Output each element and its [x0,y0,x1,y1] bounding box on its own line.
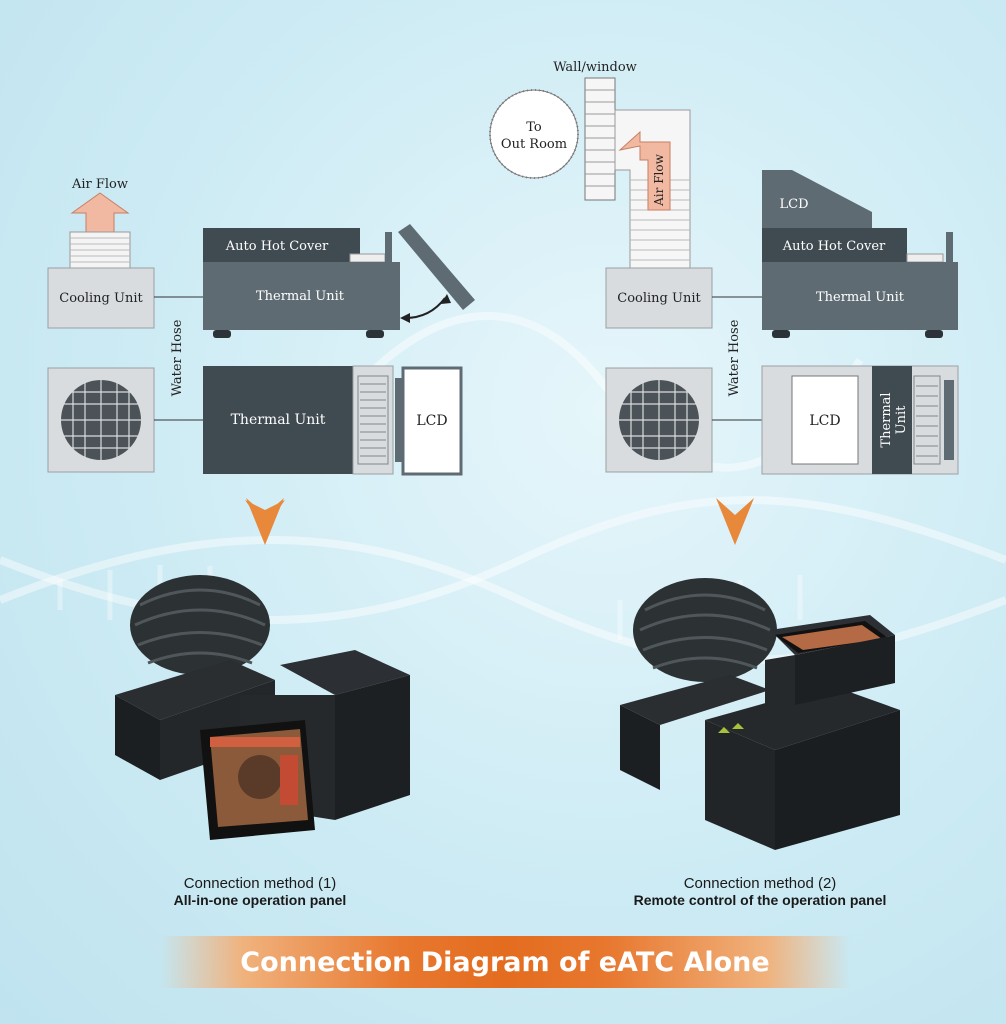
lcd-side-box [762,170,872,228]
thermal-unit-top-box [203,366,353,474]
down-chevron-icon [716,498,754,545]
caption-right-line1: Connection method (2) [683,875,837,892]
thermal-top-label-2: Unit [894,405,909,434]
cooling-unit-label: Cooling Unit [59,291,143,306]
caption-left-line2: All-in-one operation panel [173,892,347,908]
cooling-unit-label: Cooling Unit [617,291,701,306]
cooling-unit-box [47,267,155,329]
left-diagram: Air Flow Cooling Unit Auto Hot Cover The… [47,177,475,545]
right-diagram: Wall/window To Out Room Air Flow Cooling… [489,60,959,545]
page-title: Connection Diagram of eATC Alone [240,946,770,978]
thermal-unit-side-box [762,262,958,330]
air-flow-label: Air Flow [652,153,666,206]
thermal-top-frame [761,365,959,475]
auto-hot-cover-label: Auto Hot Cover [782,239,886,254]
air-flow-arrow [70,192,130,233]
tilt-arrow-icon [404,297,446,319]
exhaust-stack [69,231,131,269]
vent-grille [352,365,394,475]
caption-right: Connection method (2) Remote control of … [590,875,930,908]
air-flow-arrow [618,130,671,211]
thermal-top-label-1: Thermal [879,392,894,447]
lcd-top-label: LCD [809,413,840,429]
product-image-remote [620,578,900,850]
cooling-unit-box [605,267,713,329]
lcd-side-label: LCD [779,197,808,212]
caption-right-line2: Remote control of the operation panel [633,892,887,908]
to-out-room-line2: Out Room [501,137,567,152]
caption-left: Connection method (1) All-in-one operati… [130,875,390,908]
product-image-all-in-one [115,575,410,840]
auto-hot-cover-box [203,228,360,262]
auto-hot-cover-box [762,228,907,262]
auto-hot-cover-label: Auto Hot Cover [225,239,329,254]
tilted-lcd [398,224,475,310]
thermal-unit-top-label: Thermal Unit [231,412,326,428]
water-hose-label: Water Hose [170,319,185,396]
thermal-unit-side-box [203,262,400,330]
lcd-top-box [791,375,859,465]
wall [584,77,616,201]
lcd-label: LCD [416,413,447,429]
wall-window-label: Wall/window [553,60,637,75]
water-hose-label: Water Hose [727,319,742,396]
caption-left-line1: Connection method (1) [183,875,337,892]
lcd-box [401,366,463,476]
air-flow-label: Air Flow [71,177,128,192]
thermal-unit-side-label: Thermal Unit [256,289,345,304]
thermal-top-box [872,366,912,474]
to-out-room-line1: To [526,120,542,135]
title-banner: Connection Diagram of eATC Alone [160,936,850,988]
thermal-unit-side-label: Thermal Unit [816,290,905,305]
